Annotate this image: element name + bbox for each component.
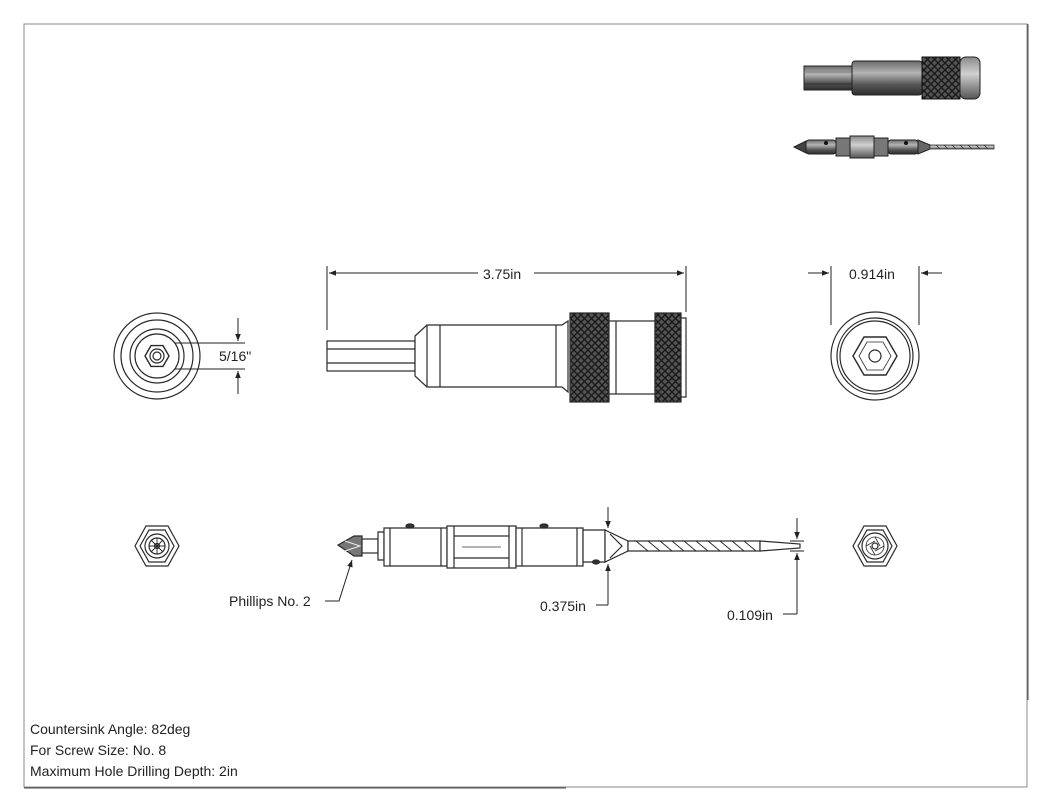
iso-view-exploded xyxy=(792,135,995,159)
side-view-bit xyxy=(336,523,801,569)
note-countersink-angle: Countersink Angle: 82deg xyxy=(30,721,191,737)
spec-notes: Countersink Angle: 82deg For Screw Size:… xyxy=(30,719,238,782)
dim-countersink xyxy=(596,507,611,606)
dim-label-overall-length: 3.75in xyxy=(483,266,522,282)
left-end-view xyxy=(113,312,201,400)
drill-end-view xyxy=(852,525,898,567)
note-screw-size: For Screw Size: No. 8 xyxy=(30,742,167,758)
dim-label-outer-diameter: 0.914in xyxy=(849,266,895,282)
dim-label-countersink: 0.375in xyxy=(540,598,586,614)
dim-outer-diameter xyxy=(808,266,942,325)
dim-drill xyxy=(783,518,804,615)
right-end-view xyxy=(830,311,920,401)
side-view-body xyxy=(326,312,687,403)
dim-overall-length xyxy=(326,266,687,330)
dim-label-drill: 0.109in xyxy=(727,607,773,623)
leader-phillips xyxy=(325,559,353,602)
iso-view-assembled xyxy=(803,56,981,100)
callout-bit-tip: Phillips No. 2 xyxy=(229,593,311,609)
sheet-border xyxy=(23,23,1029,789)
dim-label-hex-size: 5/16" xyxy=(219,348,252,364)
bit-end-view xyxy=(134,525,180,567)
dim-hex-size xyxy=(175,318,245,394)
note-drilling-depth: Maximum Hole Drilling Depth: 2in xyxy=(30,763,238,779)
